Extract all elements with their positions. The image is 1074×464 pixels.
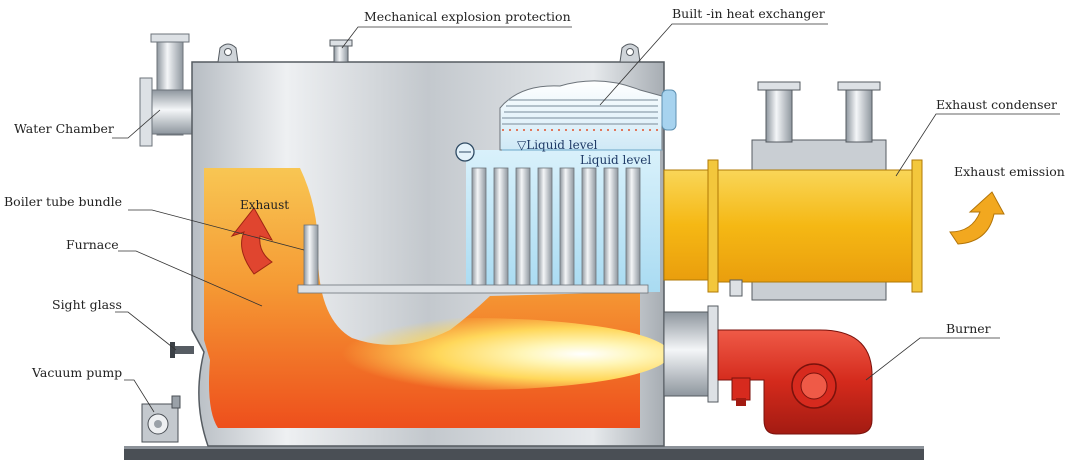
built-in-heat-exchanger-label: Built -in heat exchanger [672, 6, 825, 21]
vacuum-pump [141, 395, 181, 443]
sight-glass-label: Sight glass [52, 297, 122, 312]
exhaust-condenser [707, 81, 923, 301]
boiler-tube-bundle [297, 167, 649, 294]
water-chamber-pipe [139, 33, 196, 147]
liquid-level-label: Liquid level [580, 153, 652, 167]
burner [663, 305, 873, 435]
flue-duct [663, 169, 715, 281]
mechanical-explosion-protection-label: Mechanical explosion protection [364, 9, 571, 24]
vacuum-pump-label: Vacuum pump [32, 365, 123, 380]
explosion-protection-valve [329, 39, 353, 63]
water-chamber-label: Water Chamber [14, 121, 114, 136]
burner-label: Burner [946, 321, 991, 336]
sight-glass [170, 342, 194, 358]
heat-exchanger [499, 80, 677, 151]
leader-lines [112, 23, 1060, 413]
furnace-label: Furnace [66, 237, 119, 252]
exhaust-arrow-icon [230, 207, 274, 275]
exhaust-emission-label: Exhaust emission [954, 164, 1065, 179]
lifting-lugs [217, 43, 641, 63]
base-skid [124, 446, 924, 460]
exhaust-condenser-label: Exhaust condenser [936, 97, 1057, 112]
exhaust-emission-arrow-icon [949, 191, 1005, 245]
liquid-level-marker-label: ▽Liquid level [517, 138, 598, 152]
boiler-tube-bundle-label: Boiler tube bundle [4, 194, 122, 209]
exhaust-label: Exhaust [240, 198, 290, 212]
flame [270, 318, 670, 390]
